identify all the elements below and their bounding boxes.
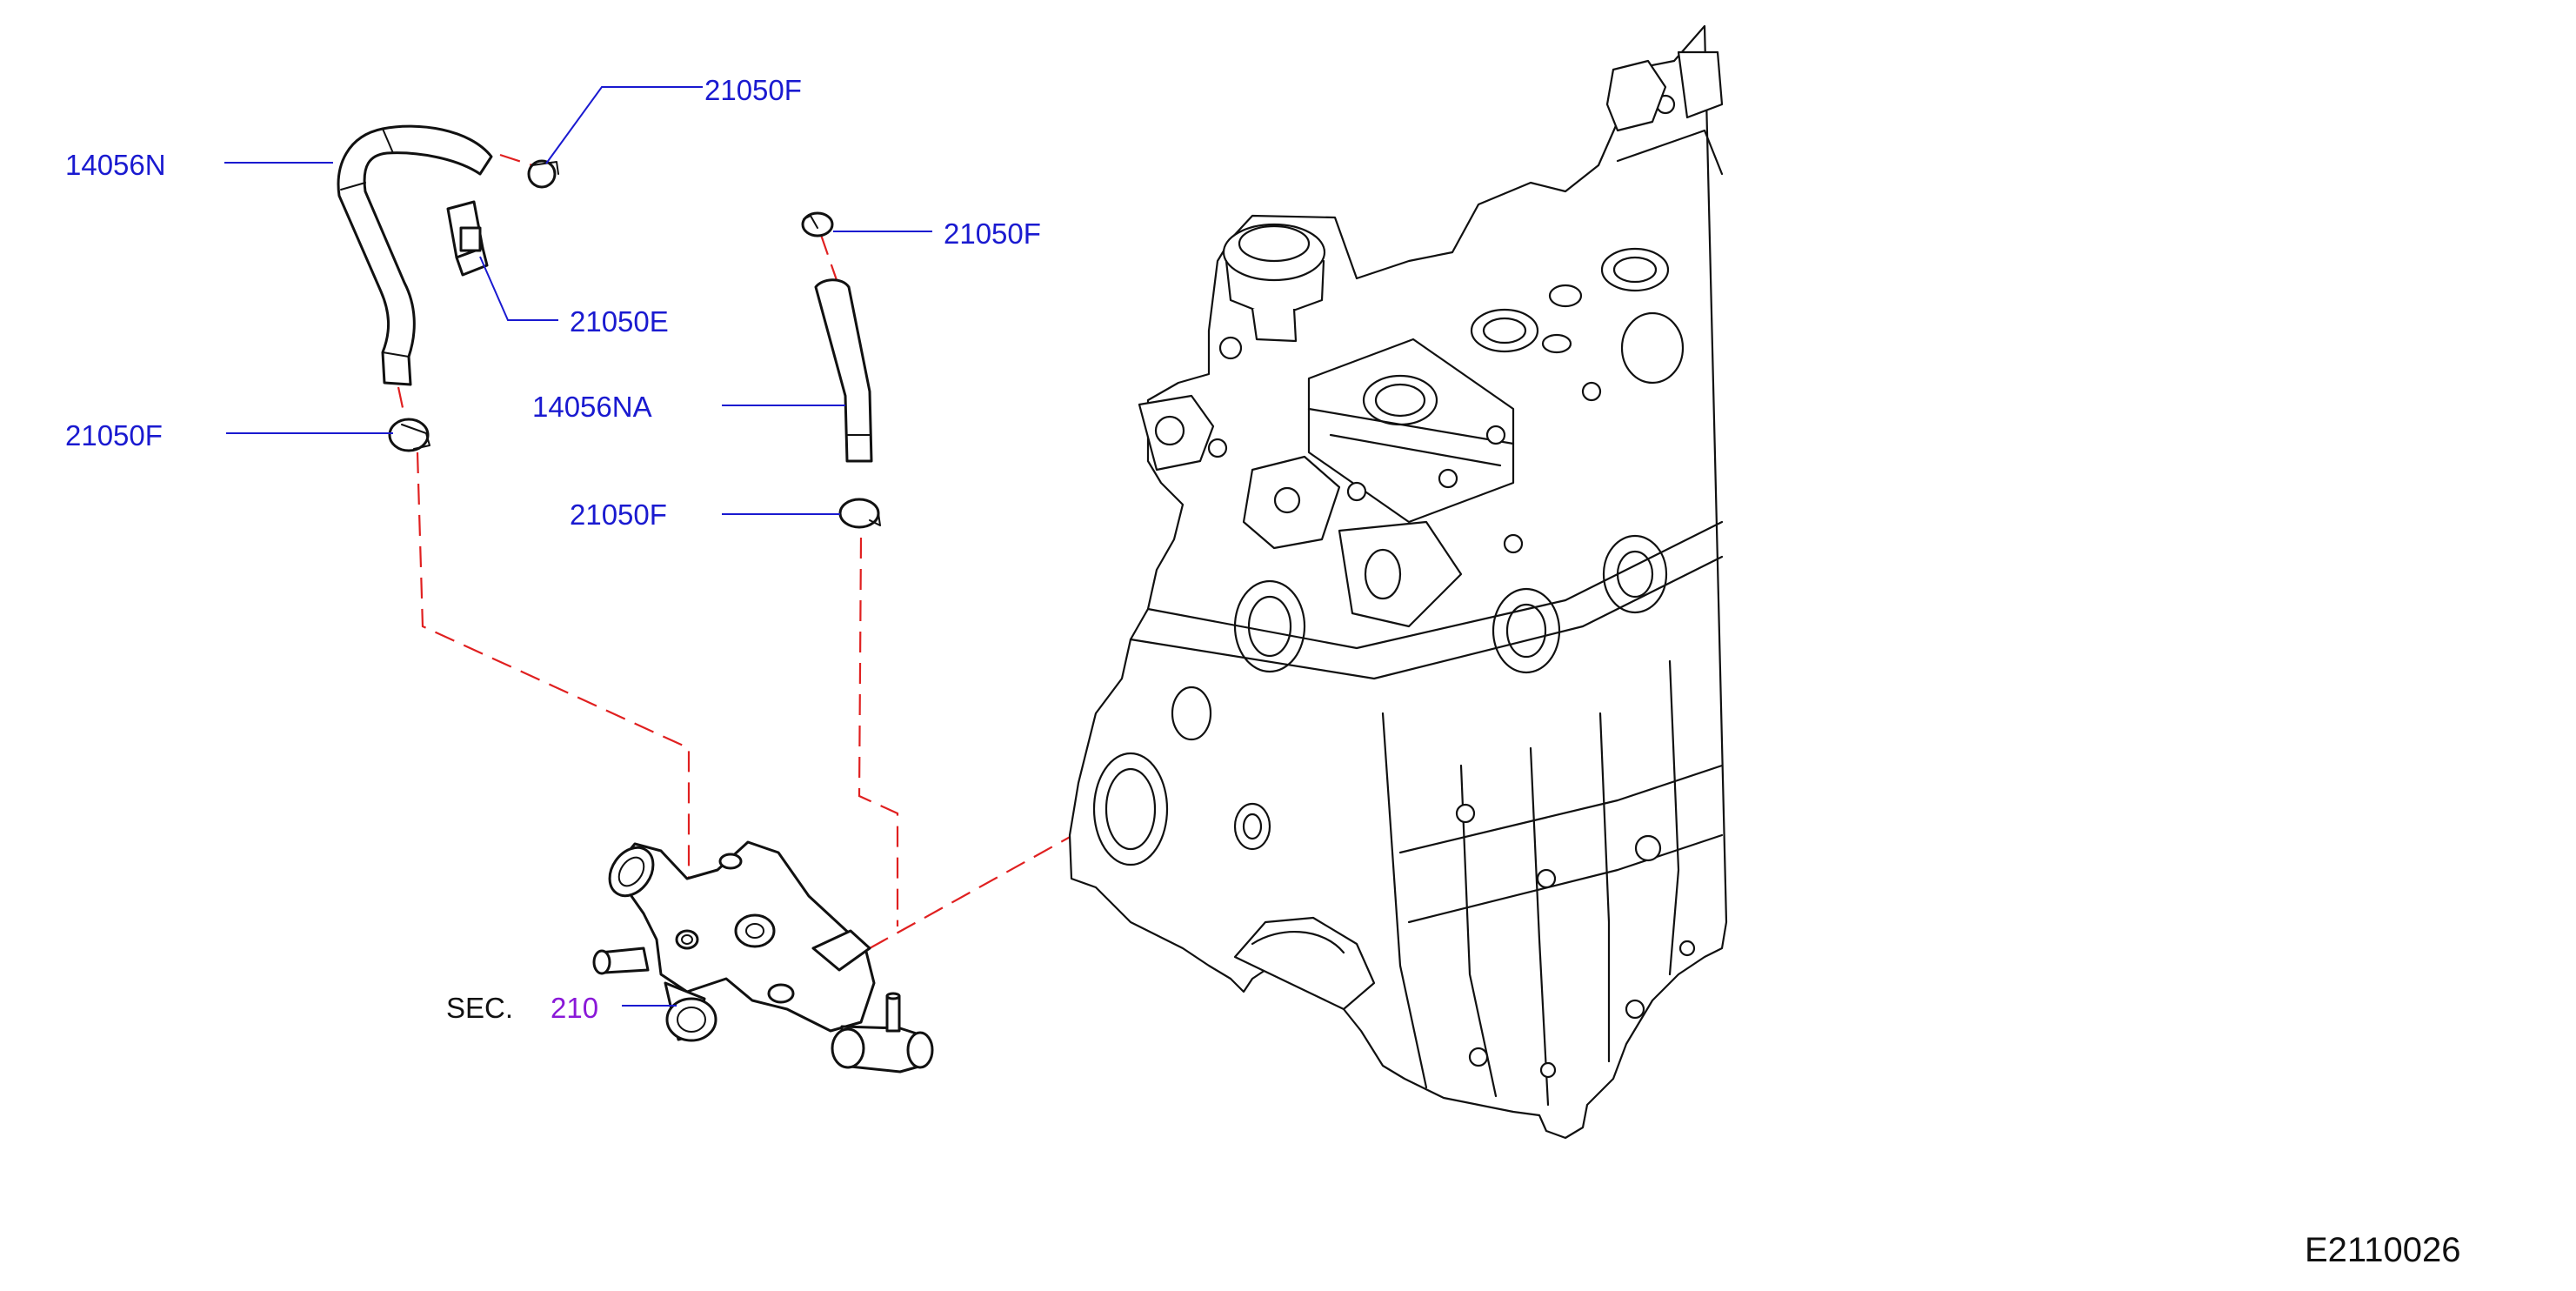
callout-labels: 14056N 21050F 21050E 21050F 21050F 14056… <box>65 74 2460 1269</box>
guide-line-upper-hose-end <box>397 386 406 417</box>
leader-21050f-top <box>545 86 703 164</box>
clamp-21050f-top <box>527 159 559 189</box>
label-21050f-left: 21050F <box>65 419 163 452</box>
label-21050e: 21050E <box>570 305 669 338</box>
leader-21050e <box>479 256 558 321</box>
guide-line-top-clamp <box>499 153 533 167</box>
clamp-21050f-right-bottom <box>838 498 881 529</box>
label-sec-prefix: SEC. <box>446 992 513 1024</box>
guide-line-left <box>416 452 691 941</box>
clamp-21050f-right-top <box>801 211 834 237</box>
thermostat-housing <box>592 840 934 1074</box>
clip-21050e <box>446 200 489 277</box>
label-21050f-top: 21050F <box>704 74 802 106</box>
label-14056na: 14056NA <box>532 391 652 423</box>
label-21050f-right-top: 21050F <box>944 217 1041 250</box>
engine-block <box>1068 24 1728 1140</box>
hose-14056na <box>814 278 873 463</box>
label-21050f-right-bottom: 21050F <box>570 498 667 531</box>
hose-14056n <box>337 124 493 386</box>
leader-lines <box>224 86 932 1007</box>
clamp-21050f-left <box>388 418 430 452</box>
figure-id: E2110026 <box>2305 1231 2460 1269</box>
guide-line-right-top <box>819 234 838 281</box>
label-sec-number[interactable]: 210 <box>551 992 598 1024</box>
guide-line-right <box>858 537 899 926</box>
label-14056n: 14056N <box>65 149 166 181</box>
